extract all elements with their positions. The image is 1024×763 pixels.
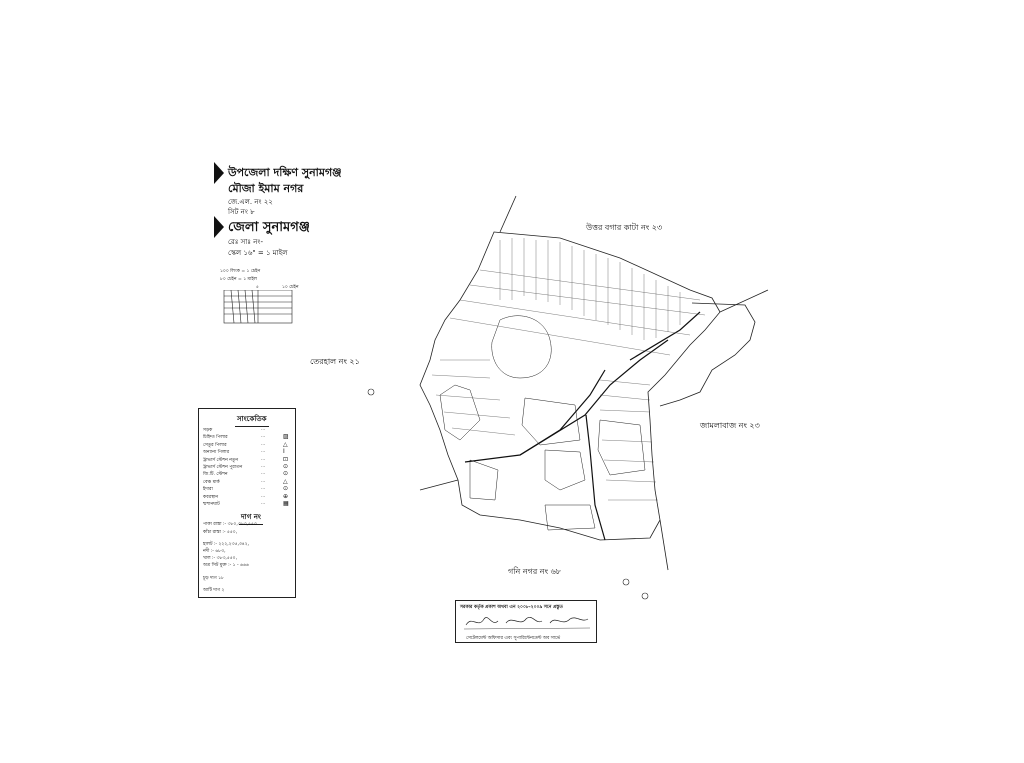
stamp-top-text: সরকার কর্তৃক প্রকাশ অথবা এন ২০০৮-২০০৯ সন…	[460, 605, 563, 610]
mouza-label: মৌজা ইমাম নগর	[228, 182, 304, 195]
legend-row: বেঞ্চ মার্ক... △	[203, 477, 291, 485]
scale-bar: ১০০ লিংক = ১ চেইন ৮০ চেইন = ১ মাইল ৫ ১০ …	[220, 268, 300, 330]
legend-title: সাংকেতিক	[235, 413, 269, 427]
legend-symbol-icon: ▨	[283, 433, 289, 441]
legend-symbol-icon: ⊕	[283, 492, 289, 500]
map-roads	[464, 311, 701, 541]
legend-row-label: ট্রাভার্স স্টেশন পুরাতন	[203, 465, 243, 470]
legend-box: সাংকেতিক সড়ক...চিহ্নিত পিলার...▨সেতুর প…	[198, 408, 296, 598]
legend-row-dots: ...	[261, 449, 266, 455]
east-boundary-label: জামলাবাজ নং ২৩	[700, 421, 760, 430]
legend-row-dots: ...	[261, 493, 266, 499]
legend-row-dots: ...	[261, 434, 266, 440]
legend-symbol-icon: ▦	[283, 500, 289, 507]
legend-row: কবরস্থান... ⊕	[203, 492, 291, 500]
legend-row-dots: ...	[261, 478, 266, 484]
legend-symbol-icon: ⊡	[283, 455, 289, 463]
dag-row: খাল :- ৩৮৩,৫৫০,	[203, 556, 238, 561]
dag-row: অত্র সিট মুক্ত :- ১ - ৬৬৬	[203, 563, 249, 568]
certification-stamp: সরকার কর্তৃক প্রকাশ অথবা এন ২০০৮-২০০৯ সন…	[455, 600, 597, 643]
legend-symbol-icon: ⊙	[283, 470, 289, 478]
legend-symbol-icon: △	[283, 440, 288, 448]
dag-row: পাকা রাস্তা :- ৩৮০,৩৮৩,৫৫৩	[203, 522, 257, 527]
legend-row-label: অন্যান্য পিলার	[203, 450, 230, 456]
legend-symbol-icon: ⊙	[283, 485, 289, 493]
survey-markers	[367, 388, 649, 600]
dag-row: কাঁচা রাস্তা :- ৫৫০,	[203, 530, 238, 535]
legend-row-dots: ...	[261, 471, 266, 477]
officer-signature	[463, 616, 591, 630]
legend-row: সেতুর পিলার... △	[203, 440, 291, 448]
legend-row-label: জি.টি. স্টেশন	[203, 472, 228, 478]
legend-row-label: সেতুর পিলার	[203, 442, 227, 448]
legend-row-label: ইদারা	[203, 487, 213, 493]
dag-row: হালট :- ২২২,২৩৫,৩৪২,	[203, 542, 250, 547]
legend-row-dots: ...	[261, 464, 266, 469]
south-boundary-label: গনি নগর নং ৬৮	[508, 567, 561, 576]
stamp-bottom-text: সেটেলমেন্ট অফিসার এবং সুপারিন্টেনডেন্ট অ…	[466, 636, 561, 641]
legend-row-dots: ...	[261, 441, 266, 447]
legend-row: ইদারা... ⊙	[203, 485, 291, 493]
header-marker-2	[214, 216, 224, 238]
map-outline	[419, 195, 769, 571]
legend-row-label: কবরস্থান	[203, 494, 219, 500]
legend-row: শ্মশানঘাট... ▦	[203, 500, 291, 507]
legend-row-label: শ্মশানঘাট	[203, 502, 220, 507]
north-boundary-label: উত্তর বগার কাটা নং ২৩	[586, 223, 663, 232]
legend-row-label: ট্রাভার্স স্টেশন নতুন	[203, 457, 238, 463]
legend-row-dots: ...	[261, 456, 266, 462]
scale-line-2: ৮০ চেইন = ১ মাইল	[220, 277, 258, 282]
legend-row: চিহ্নিত পিলার... ▨	[203, 433, 291, 441]
legend-row: জি.টি. স্টেশন... ⊙	[203, 470, 291, 478]
survey-number: রেঃ সাঃ নং-	[228, 238, 263, 246]
scale-grid	[223, 290, 293, 324]
scale-line-1: ১০০ লিংক = ১ চেইন	[220, 269, 261, 274]
district-label: জেলা সুনামগঞ্জ	[228, 220, 310, 235]
legend-row-label: সড়ক	[203, 428, 213, 433]
legend-symbol-icon: △	[283, 477, 288, 485]
jl-number: জে.এল. নং ২২	[228, 198, 273, 206]
dag-row: চূড় দাগ ১৮	[203, 576, 224, 581]
sheet-number: সিট নং ৮	[228, 208, 255, 216]
scale-tick-end: ১০ চেইন	[282, 285, 299, 290]
map-hatch	[431, 238, 706, 501]
map-parcels	[439, 315, 646, 531]
dag-title: দাগ নং	[239, 511, 263, 525]
legend-symbol-icon: ⊙	[283, 463, 289, 470]
upazila-label: উপজেলা দক্ষিণ সুনামগঞ্জ	[228, 166, 342, 179]
scale-label: স্কেল ১৬" = ১ মাইল	[228, 249, 288, 257]
scale-tick-mid: ৫	[256, 285, 259, 290]
legend-row: ট্রাভার্স স্টেশন নতুন... ⊡	[203, 455, 291, 463]
legend-symbol-icon: I	[283, 448, 285, 456]
map-header: উপজেলা দক্ষিণ সুনামগঞ্জ মৌজা ইমাম নগর জে…	[214, 160, 354, 260]
legend-row-label: চিহ্নিত পিলার	[203, 435, 228, 441]
header-marker-1	[214, 162, 224, 184]
dag-row: নদী :- ৬৮৩,	[203, 549, 226, 554]
legend-row-dots: ...	[261, 427, 266, 432]
west-boundary-label: তেরহাল নং ২১	[310, 357, 360, 366]
legend-row-label: বেঞ্চ মার্ক	[203, 479, 220, 485]
legend-row-dots: ...	[261, 486, 266, 492]
legend-row: ট্রাভার্স স্টেশন পুরাতন... ⊙	[203, 463, 291, 470]
legend-row: অন্যান্য পিলার... I	[203, 448, 291, 456]
legend-row-dots: ...	[261, 501, 266, 506]
dag-row: আটি দাগ ২	[203, 588, 225, 593]
legend-row: সড়ক...	[203, 427, 291, 433]
